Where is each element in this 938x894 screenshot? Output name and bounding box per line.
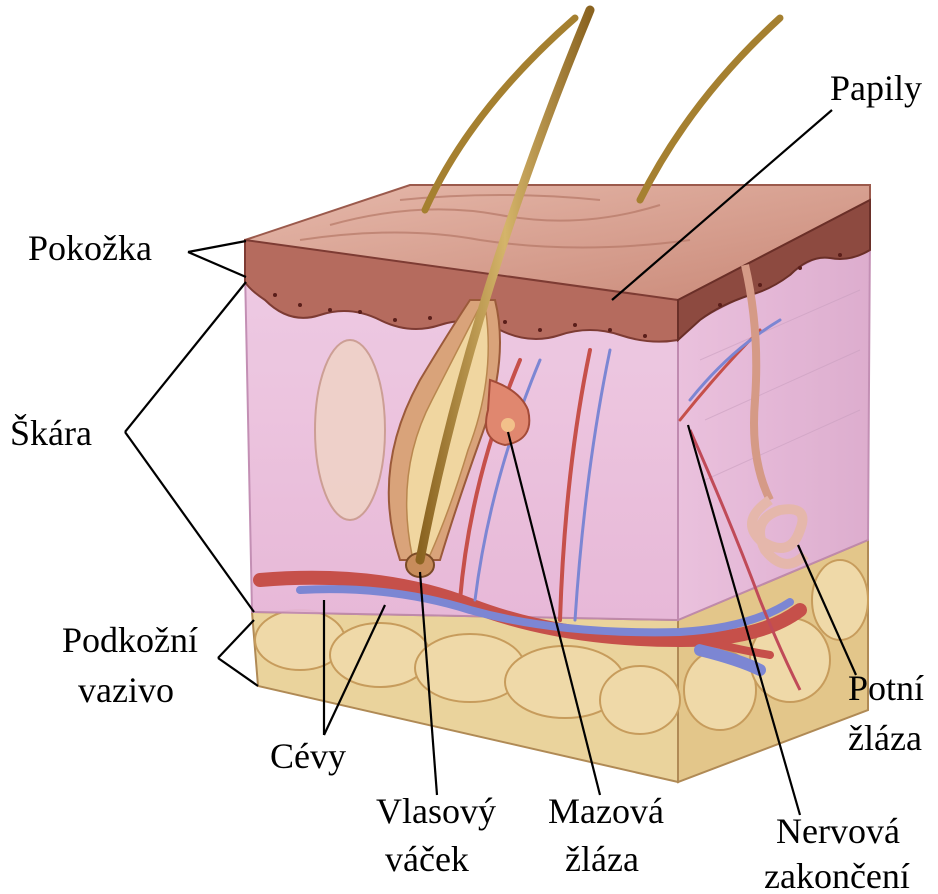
- label-vlasovy-line1: Vlasový: [376, 791, 496, 831]
- leader-podkozni-2: [218, 658, 258, 686]
- label-potni-line2: žláza: [848, 718, 922, 758]
- leader-pokozka-1: [188, 241, 246, 252]
- label-pokozka: Pokožka: [28, 228, 152, 268]
- label-mazova-line2: žláza: [565, 839, 639, 879]
- leader-skara-2: [125, 432, 254, 612]
- label-papily: Papily: [830, 68, 922, 108]
- label-cevy: Cévy: [270, 736, 346, 776]
- leader-podkozni-1: [218, 620, 254, 658]
- label-vlasovy-line2: váček: [385, 839, 469, 879]
- dermal-gland-left: [315, 340, 385, 520]
- label-nervova-line1: Nervová: [776, 811, 900, 851]
- label-podkozni-line1: Podkožní: [62, 620, 198, 660]
- label-podkozni-line2: vazivo: [78, 670, 174, 710]
- label-skara: Škára: [10, 413, 92, 453]
- label-potni-line1: Potní: [848, 668, 924, 708]
- leader-pokozka-2: [188, 252, 246, 277]
- label-mazova-line1: Mazová: [548, 791, 664, 831]
- leader-skara-1: [125, 282, 246, 432]
- label-nervova-line2: zakončení: [764, 856, 910, 894]
